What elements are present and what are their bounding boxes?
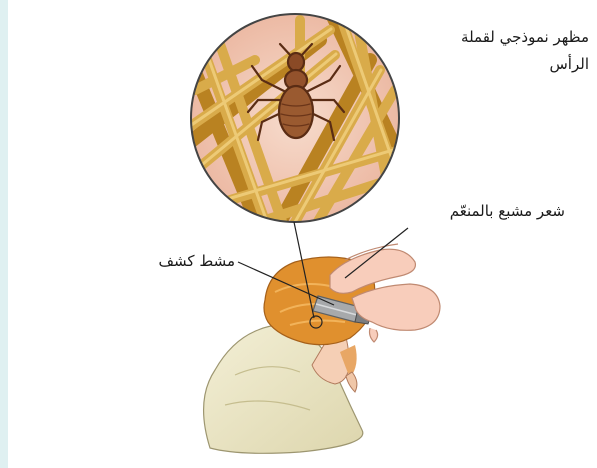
comb-caption: مشط كشف xyxy=(159,248,235,275)
hair-caption: شعر مشبع بالمنعّم xyxy=(450,198,565,225)
magnified-view xyxy=(180,10,420,240)
louse-caption-line1: مظهر نموذجي لقملة xyxy=(461,24,589,51)
louse-caption: مظهر نموذجي لقملة الرأس xyxy=(461,24,589,78)
louse-caption-line2: الرأس xyxy=(461,51,589,78)
